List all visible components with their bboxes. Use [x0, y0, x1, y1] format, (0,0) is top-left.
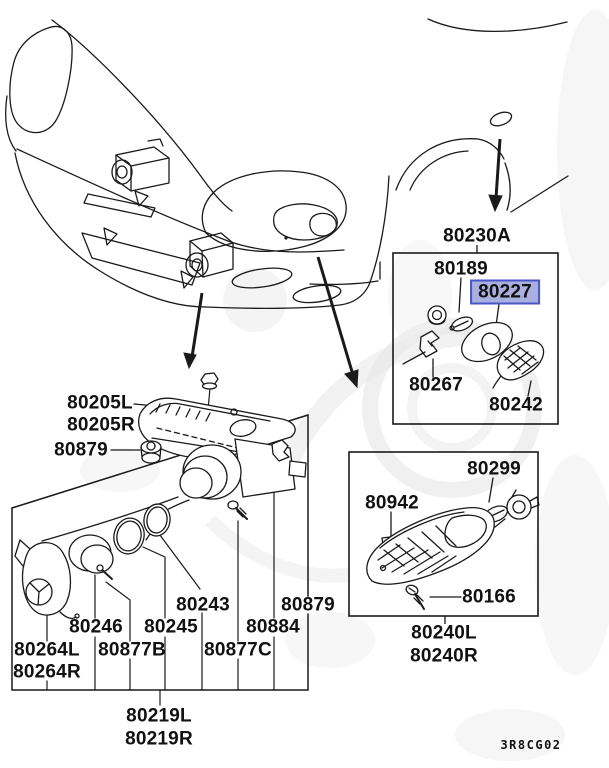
clip-80884 [271, 439, 290, 462]
socket-80189 [427, 305, 447, 325]
pin-80877b [96, 564, 113, 580]
part-label-80219R[interactable]: 80219R [125, 728, 193, 750]
screw-80166 [405, 584, 425, 610]
headlight-outline [201, 170, 347, 252]
marker-lamp-80240 [366, 507, 495, 585]
headlamp-cover-outline [9, 25, 73, 134]
part-label-80166[interactable]: 80166 [462, 586, 516, 608]
part-label-80205L[interactable]: 80205L [67, 392, 133, 414]
bumper-slot [83, 193, 156, 218]
part-label-80264L[interactable]: 80264L [14, 639, 80, 661]
part-label-80227-highlighted[interactable]: 80227 [470, 279, 540, 305]
ring-80243 [143, 503, 171, 541]
car-front-illustration [5, 19, 390, 309]
part-label-80879-left[interactable]: 80879 [54, 439, 108, 461]
screw-80877c [227, 500, 248, 520]
hood-line [51, 19, 233, 212]
rear-side-marker-box [392, 245, 559, 425]
part-label-80240R[interactable]: 80240R [410, 645, 478, 667]
nut-80879-left [140, 440, 162, 464]
pointer-arrows [183, 138, 503, 389]
fog-lamp-in-bumper-center [185, 232, 234, 278]
bumper-outline [14, 152, 207, 308]
part-label-80877B[interactable]: 80877B [98, 639, 166, 661]
o-ring-80245 [113, 517, 145, 555]
lens-80242 [492, 340, 545, 389]
part-label-80230A[interactable]: 80230A [443, 225, 511, 247]
ring-80246 [68, 534, 114, 574]
fog-lamp-leader-lines [46, 387, 275, 706]
part-label-80240L[interactable]: 80240L [411, 622, 477, 644]
part-label-80877C[interactable]: 80877C [204, 639, 272, 661]
bumper-opening [81, 232, 201, 286]
bulb-80189 [449, 316, 474, 332]
front-side-marker-parts [366, 477, 540, 610]
socket-80299 [494, 489, 540, 528]
part-label-80299[interactable]: 80299 [467, 458, 521, 480]
part-label-80242[interactable]: 80242 [489, 394, 543, 416]
part-label-80189[interactable]: 80189 [434, 258, 488, 280]
part-label-80267[interactable]: 80267 [409, 374, 463, 396]
housing-cover-80264 [14, 539, 80, 619]
fog-lamp-assembly-illustration [41, 372, 307, 542]
arrow-to-front-marker-box [316, 256, 355, 376]
part-label-80243[interactable]: 80243 [176, 594, 230, 616]
diagram-code: 3R8CG02 [500, 738, 562, 752]
fog-lamp-small-parts [14, 503, 171, 619]
part-label-80246[interactable]: 80246 [69, 616, 123, 638]
side-marker-location-oval [489, 111, 513, 127]
rear-quarter-illustration [395, 18, 569, 213]
clip-80267 [402, 330, 440, 365]
part-label-80879-right[interactable]: 80879 [281, 594, 335, 616]
beltline [16, 148, 345, 253]
part-label-80264R[interactable]: 80264R [13, 661, 81, 683]
fog-lamp-in-bumper-left [111, 138, 170, 192]
front-side-marker-box [348, 451, 539, 624]
part-label-80884[interactable]: 80884 [246, 616, 300, 638]
part-label-80205R[interactable]: 80205R [67, 414, 135, 436]
part-label-80245[interactable]: 80245 [144, 616, 198, 638]
part-label-80219L[interactable]: 80219L [126, 705, 192, 727]
arrow-to-fog-assembly [190, 292, 204, 358]
rear-side-marker-parts [402, 277, 545, 397]
arrow-to-rear-marker-box [494, 138, 502, 199]
housing-80227 [461, 321, 513, 363]
fender-line [368, 175, 390, 286]
part-label-80942[interactable]: 80942 [365, 492, 419, 514]
